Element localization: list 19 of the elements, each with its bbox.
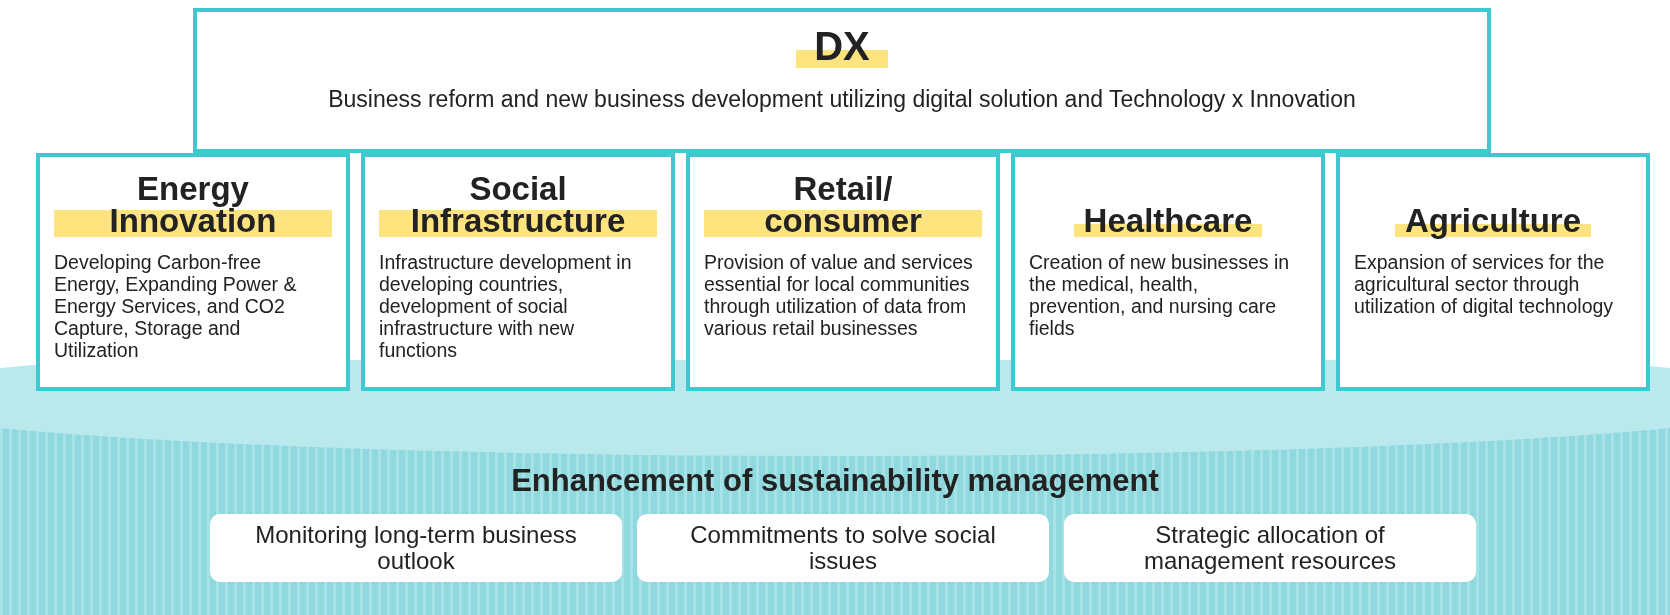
card-description: Infrastructure development in developing countries, development of social infrastructure with new functions [379, 251, 633, 361]
frame-subtitle: Business reform and new business development utilizing digital solution and Technology x Innovation [327, 86, 1357, 113]
category-card [36, 153, 350, 391]
card-description: Developing Carbon-free Energy, Expanding Power & Energy Services, and CO2 Capture, Storage and Utilization [54, 251, 298, 361]
platform-heading: Enhancement of sustainability management [510, 463, 1160, 499]
category-card [686, 153, 1000, 391]
text-panel: Strategic allocation of management resources [1064, 514, 1476, 582]
category-card [1336, 153, 1650, 391]
cylinder-platform [0, 360, 1670, 615]
text-panel: Commitments to solve social issues [637, 514, 1049, 582]
card-description: Creation of new businesses in the medical, health, prevention, and nursing care fields [1029, 251, 1291, 339]
card-description: Provision of value and services essential for local communities through utilization of data from various retail businesses [704, 251, 974, 339]
group-frame [193, 8, 1491, 153]
card-title: Social Infrastructure [379, 173, 657, 237]
card-description: Expansion of services for the agricultural sector through utilization of digital technology [1354, 251, 1615, 317]
card-title: Retail/ consumer [704, 173, 982, 237]
category-card [1011, 153, 1325, 391]
category-card [361, 153, 675, 391]
text-panel: Monitoring long-term business outlook [210, 514, 622, 582]
